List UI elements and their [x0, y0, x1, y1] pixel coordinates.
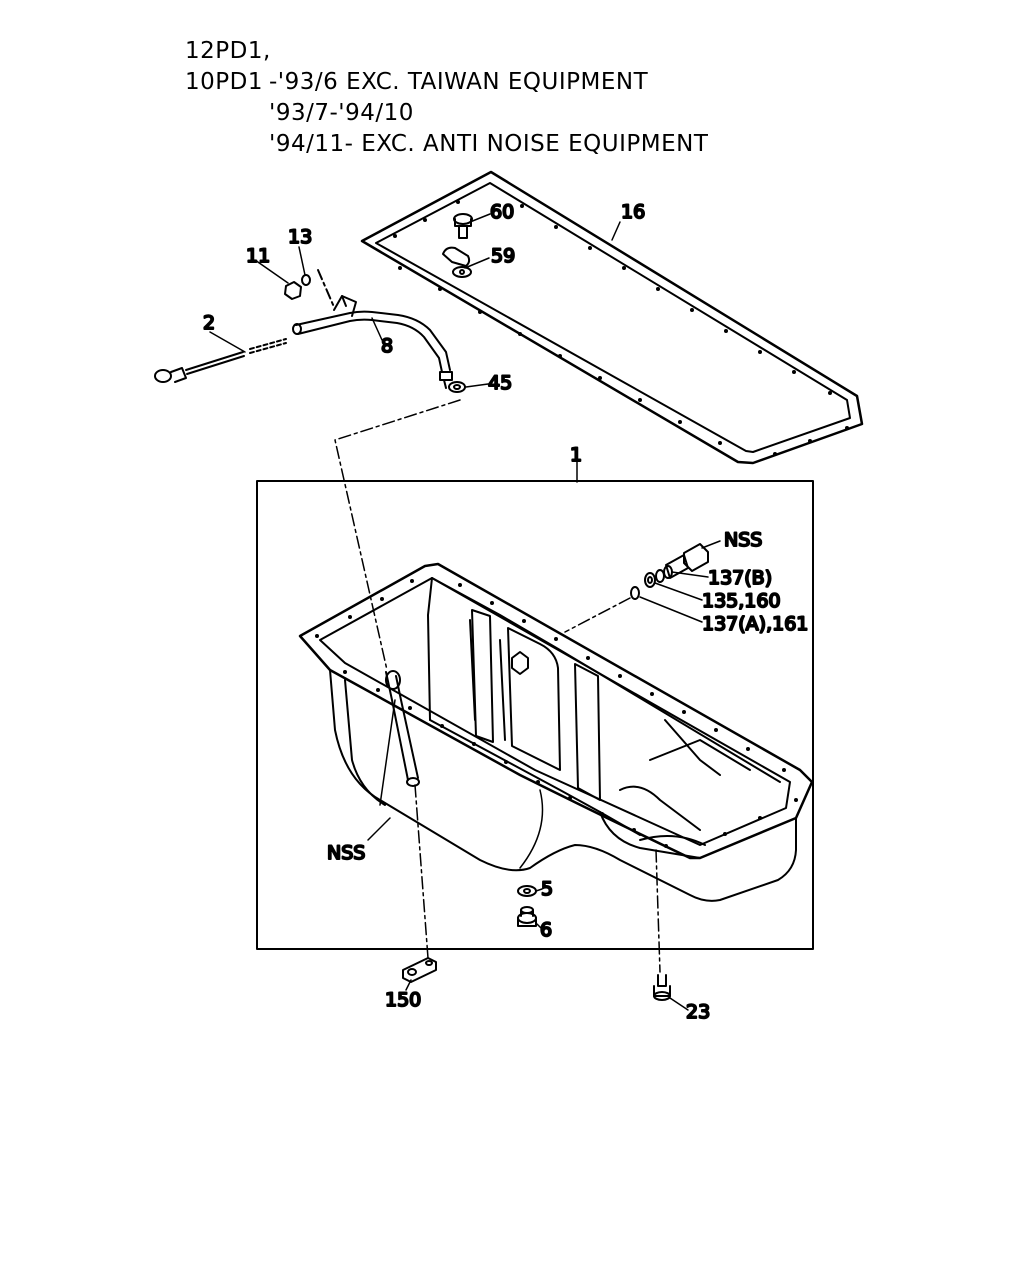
callout-2: 2	[203, 312, 215, 334]
pan-flange-bolt-holes	[315, 579, 798, 848]
dipstick	[154, 338, 287, 383]
drain-plug-6	[517, 906, 537, 927]
bolt-60	[453, 213, 473, 239]
callout-150: 150	[385, 989, 421, 1011]
clip-59	[442, 246, 472, 278]
leader-nut-to-tube	[317, 269, 335, 308]
bracket-150	[402, 957, 437, 983]
callout-23: 23	[686, 1001, 710, 1023]
callout-1: 1	[570, 444, 582, 466]
model-code: 10PD1	[185, 69, 263, 95]
oil-pan	[298, 562, 814, 902]
callout-8: 8	[381, 335, 393, 357]
washer-5	[517, 885, 537, 897]
model-code: 12PD1,	[185, 38, 271, 64]
callout-leaders	[209, 213, 721, 1011]
oil-pan-gasket	[360, 170, 864, 465]
callout-16: 16	[621, 201, 645, 223]
production-range: '94/11- EXC. ANTI NOISE EQUIPMENT	[269, 131, 709, 157]
callout-135-160: 135,160	[702, 590, 781, 612]
callout-60: 60	[490, 201, 514, 223]
callout-11: 11	[246, 245, 270, 267]
washer-45	[448, 381, 466, 393]
callout-nss-pan: NSS	[327, 842, 365, 864]
nut-11	[284, 281, 302, 300]
callout-5: 5	[541, 878, 553, 900]
washer-13	[301, 274, 311, 286]
phantom-leader-lines	[334, 399, 661, 973]
callout-nss-plug: NSS	[724, 529, 762, 551]
production-range: '93/7-'94/10	[269, 100, 414, 126]
drain-fitting-assembly	[630, 543, 709, 600]
bolt-23	[653, 974, 671, 1001]
dipstick-guide-tube	[292, 295, 453, 389]
production-range: -'93/6 EXC. TAIWAN EQUIPMENT	[269, 69, 649, 95]
oil-pan-assembly-frame	[256, 480, 814, 950]
dipstick-guide-lower	[385, 670, 420, 787]
callout-45: 45	[488, 372, 512, 394]
callout-59: 59	[491, 245, 515, 267]
callout-137a-161: 137(A),161	[702, 613, 808, 635]
callout-6: 6	[540, 919, 552, 941]
gasket-bolt-holes	[393, 200, 849, 456]
callout-13: 13	[288, 226, 312, 248]
callout-137b: 137(B)	[708, 567, 772, 589]
